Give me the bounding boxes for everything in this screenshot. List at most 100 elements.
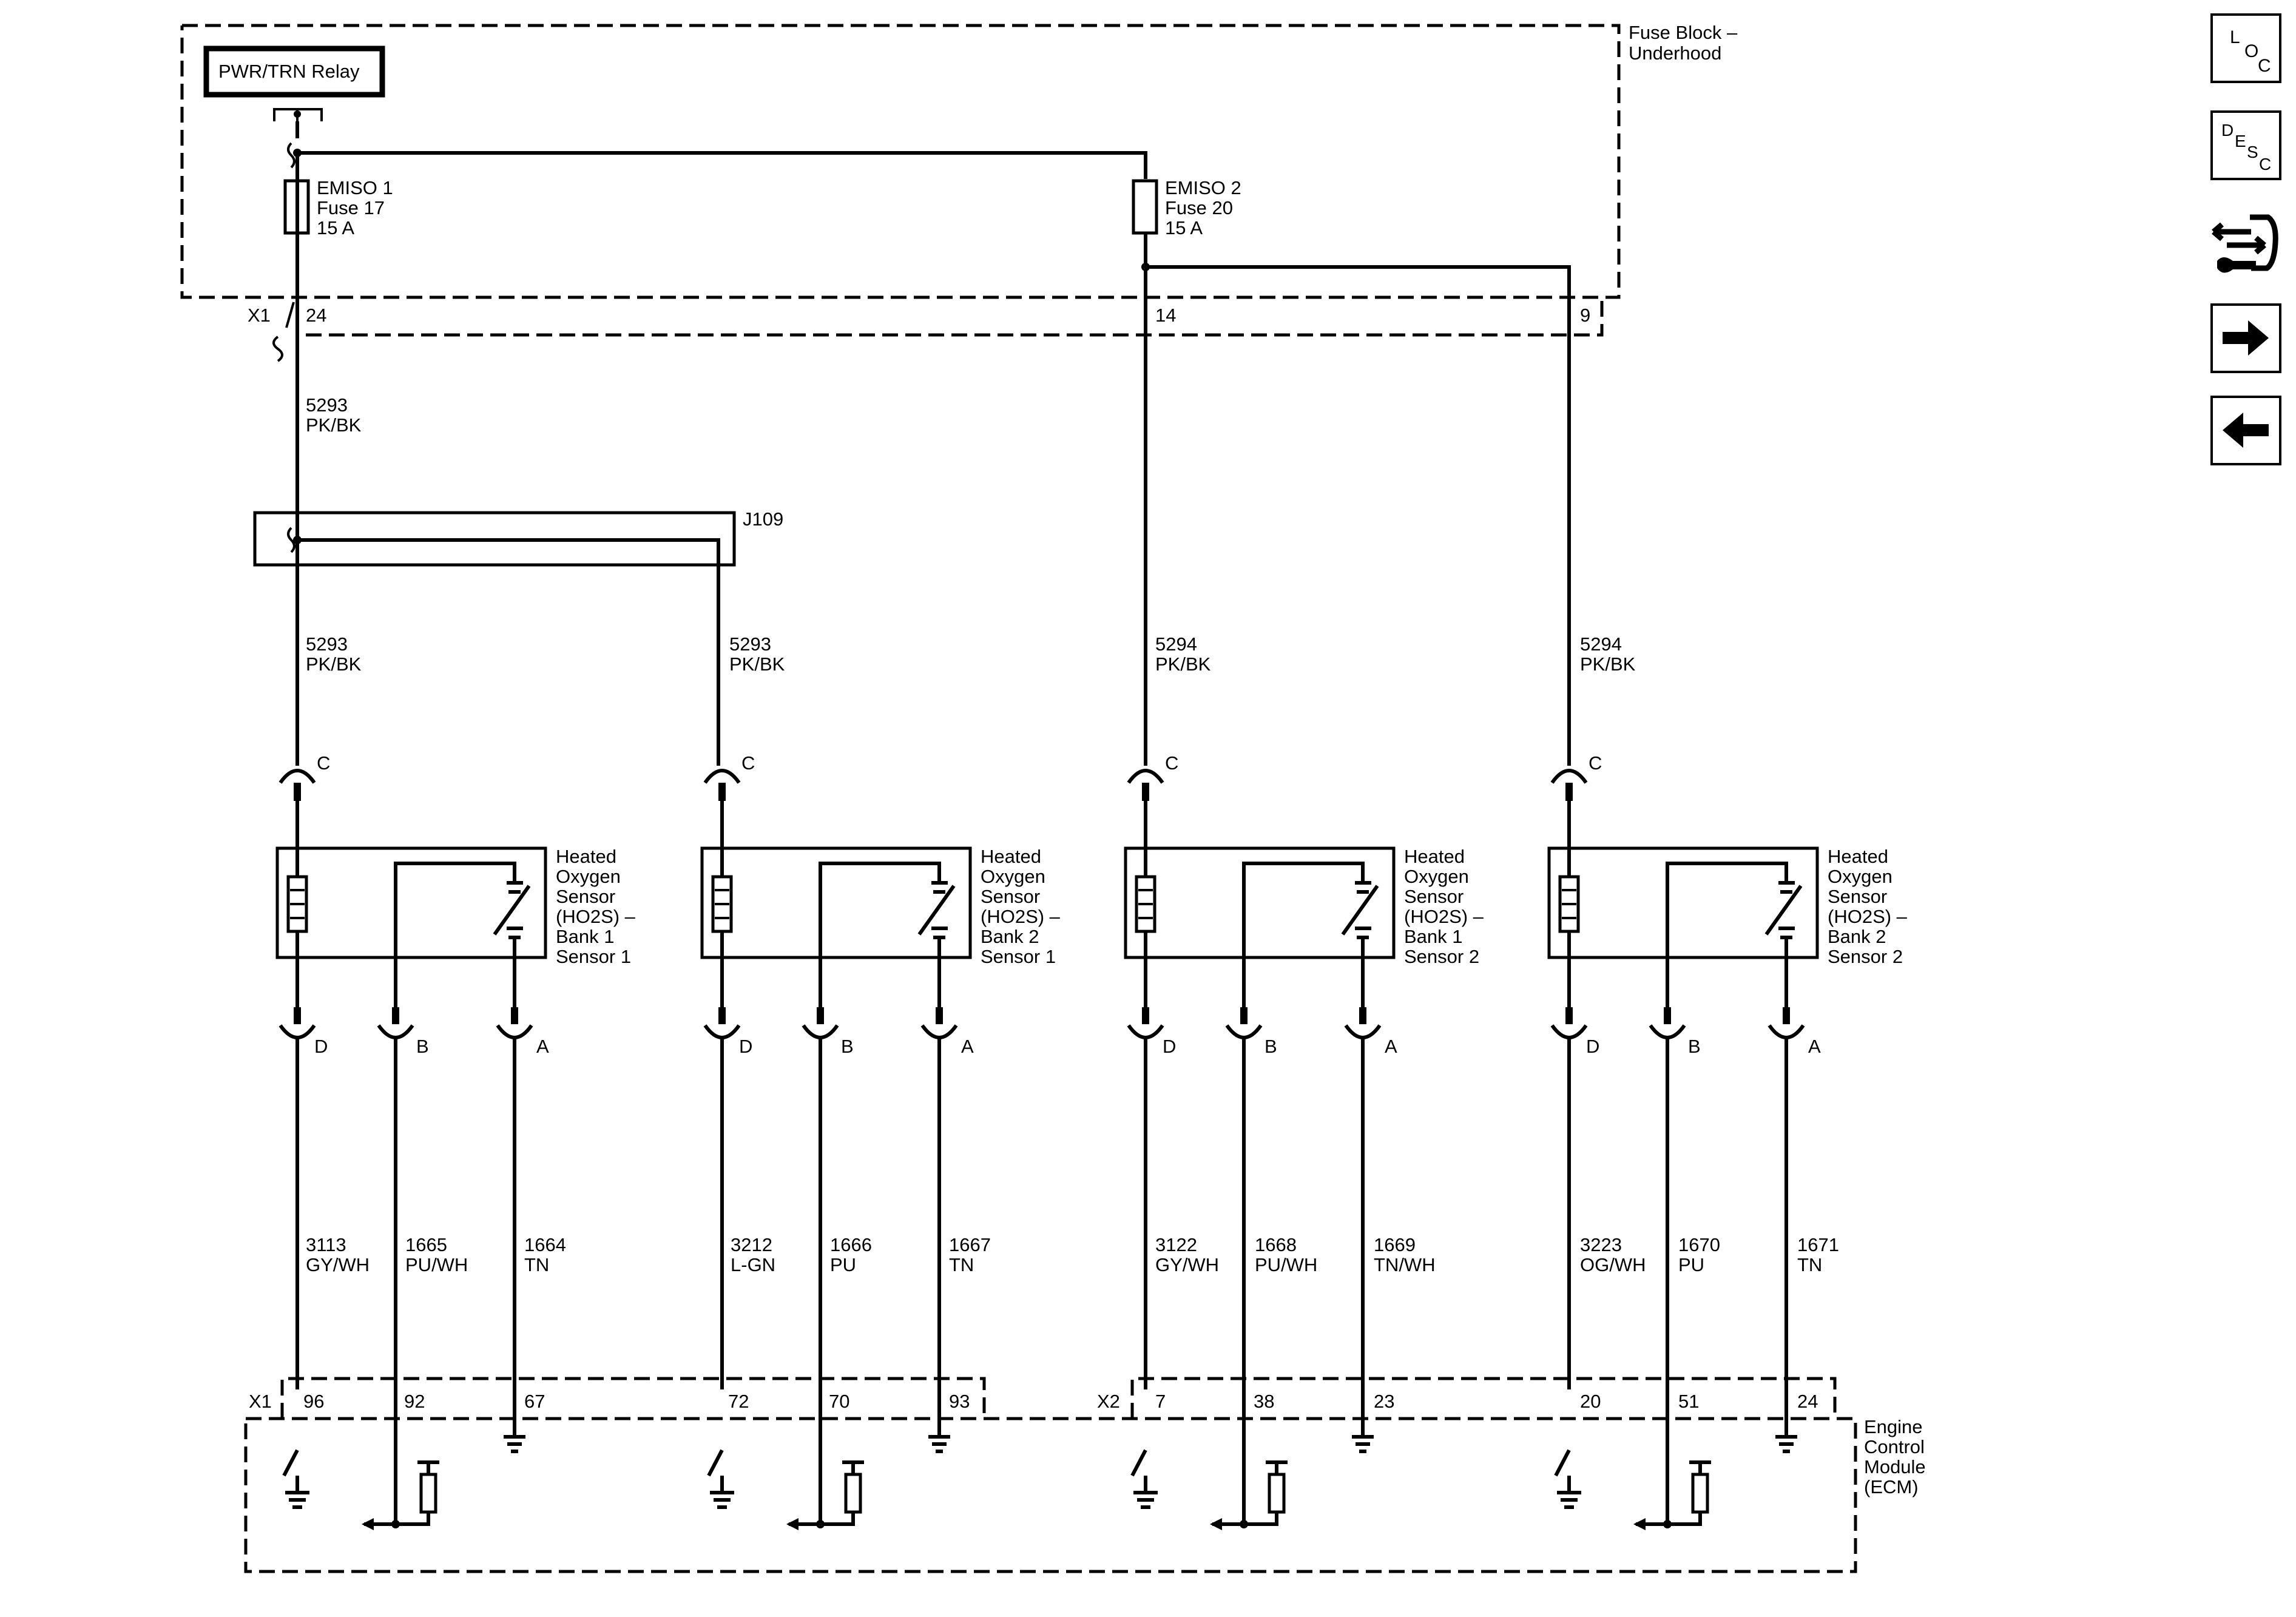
ecm-bias-path-4 [1667,1512,1702,1526]
fuse-block-pin-9: 9 [1580,305,1590,326]
ecm-pin-51: 51 [1678,1391,1699,1412]
sensor-1-label-5: Bank 1 [556,926,615,947]
description-button[interactable]: D E S C [2210,110,2281,180]
connector-d-pin-3 [1142,1007,1149,1024]
connector-d-pin-1 [294,1007,301,1024]
wire-label-color-8: PU/WH [1255,1254,1317,1275]
feed-wire-3-color: PK/BK [1155,653,1211,675]
loc-letter-l: L [2230,27,2240,47]
fuse-20-symbol [1132,179,1158,235]
ecm-channel-2 [707,1435,950,1530]
ecm-pin-67: 67 [524,1391,545,1412]
ecm-bias-resistor-4 [1691,1473,1709,1514]
sensor-box-4 [1547,846,1819,959]
previous-page-arrow-icon [2223,413,2269,448]
relay-terminal-dot [294,110,301,118]
ecm-ground-1 [285,1476,309,1509]
relay-break-symbol [287,142,295,169]
sensor-4-label-3: Sensor [1828,886,1887,907]
ecm-signal-arrow-icon-3 [1210,1518,1222,1530]
feed-wire-3-circuit: 5294 [1155,633,1197,655]
sensor-switch-4 [1764,885,1803,936]
heater-element-lines-4 [1562,889,1576,919]
wire-label-circuit-2: 1665 [405,1234,447,1255]
fuse-2-number: Fuse 20 [1165,197,1233,218]
ecm-ground-a-1 [504,1435,525,1453]
ecm-pin-72: 72 [728,1391,749,1412]
lower-wires [295,1039,1788,1524]
ecm-bias-path-2 [820,1512,855,1526]
sensor-4-label-2: Oxygen [1828,866,1893,887]
sensor-3-label-2: Oxygen [1404,866,1469,887]
ecm-bias-reference-1 [417,1460,439,1474]
ecm-connector-x2-boundary [1130,1377,1837,1419]
location-button[interactable]: L O C [2210,13,2281,83]
connector-b-pin-1 [392,1007,399,1024]
wire-label-circuit-8: 1668 [1255,1234,1297,1255]
ecm-signal-arrow-icon-1 [362,1518,374,1530]
connector-c-female-4 [1550,769,1588,784]
signal-path-2 [819,862,941,1007]
wire-label-circuit-1: 3113 [306,1234,346,1255]
loc-letter-c: C [2258,56,2271,76]
feed-wire-2-color: PK/BK [729,653,785,675]
wire-label-color-2: PU/WH [405,1254,468,1275]
next-page-button[interactable] [2210,303,2281,373]
fuse-1-rating: 15 A [317,217,354,238]
sensor-box-1 [275,846,547,959]
fuse20-branch-wire [1146,265,1571,335]
connector-a-female-4 [1768,1024,1805,1039]
sensor-2-label-2: Oxygen [981,866,1045,887]
ecm-bias-resistor-1 [419,1473,437,1514]
j109-splice-pack [253,511,736,567]
previous-page-button[interactable] [2210,396,2281,465]
wire-label-color-6: TN [949,1254,974,1275]
sensor-cell-bottom-3 [1355,927,1371,1007]
pwr-trn-relay-label: PWR/TRN Relay [218,61,360,82]
fuse-feed-bus [297,151,1147,179]
ecm-connector-x1-label: X1 [249,1391,272,1412]
fuse-block-label: Fuse Block – [1629,22,1738,43]
sensor-1-label-2: Oxygen [556,866,621,887]
wire-label-circuit-10: 3223 [1580,1234,1622,1255]
ecm-switch-3 [1130,1449,1147,1477]
wire-label-circuit-5: 1666 [830,1234,872,1255]
sensor-3-label-5: Bank 1 [1404,926,1463,947]
ecm-pin-7: 7 [1155,1391,1166,1412]
ecm-label-4: (ECM) [1864,1476,1919,1497]
sensor-switch-3 [1341,885,1379,936]
connector-end-view-icon [2212,214,2278,273]
ecm-bias-reference-3 [1266,1460,1288,1474]
connector-d-female-3 [1127,1024,1164,1039]
pin-a-label-1: A [536,1036,549,1057]
ecm-ground-a-2 [928,1435,950,1453]
signal-path-3 [1242,862,1365,1007]
fuse-block-connector-id: X1 [248,305,271,326]
sensor-cell-bottom-1 [507,927,523,1007]
j109-label: J109 [743,508,783,530]
feed-wire-4-color: PK/BK [1580,653,1636,675]
connector-end-view-button[interactable] [2209,205,2281,284]
pin-c-label-1: C [317,752,330,774]
sensor-box-2 [700,846,972,959]
connector-a-pin-3 [1359,1007,1366,1024]
sensor-4-label-5: Bank 2 [1828,926,1886,947]
wire-label-color-5: PU [830,1254,856,1275]
ecm-switch-2 [707,1449,724,1477]
heater-element-lines-2 [715,889,729,919]
sensor-2-label-4: (HO2S) – [981,906,1061,927]
pin-b-label-1: B [416,1036,429,1057]
connector-b-pin-2 [817,1007,824,1024]
ecm-connector-x2-label: X2 [1097,1391,1120,1412]
feed-wire-1-circuit: 5293 [306,633,348,655]
ecm-signal-arrow-icon-2 [786,1518,799,1530]
pin-b-label-4: B [1688,1036,1701,1057]
sensor-3-label-1: Heated [1404,846,1465,867]
sensor-1-label-3: Sensor [556,886,615,907]
sensor-cell-top-2 [931,881,948,894]
pin-d-label-3: D [1163,1036,1176,1057]
wire-label-circuit-6: 1667 [949,1234,991,1255]
wire-label-color-4: L-GN [731,1254,775,1275]
ecm-pin-23: 23 [1374,1391,1394,1412]
